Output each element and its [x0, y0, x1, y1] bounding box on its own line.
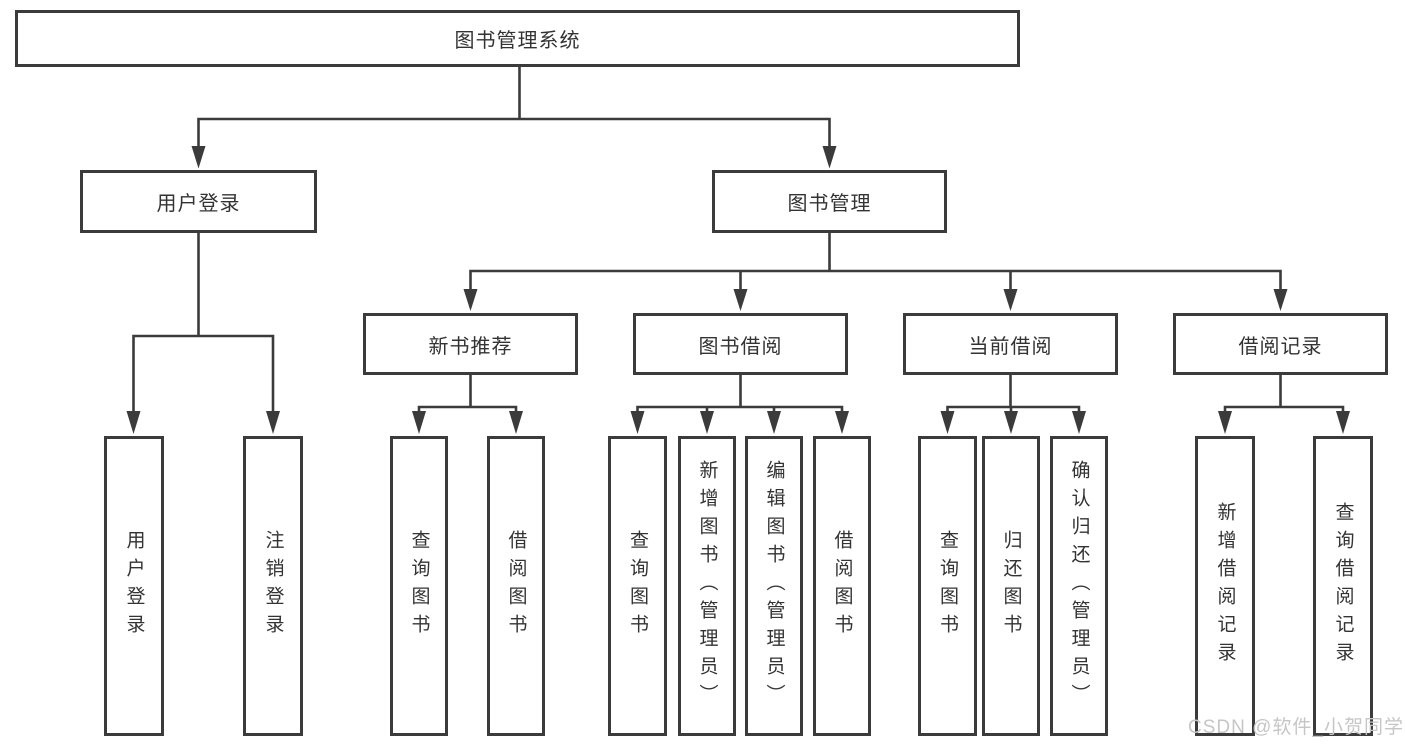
node-label: 归还图书 [1000, 530, 1022, 642]
leaf-add-borrow-record: 新增借阅记录 [1195, 436, 1255, 736]
node-borrowing-records: 借阅记录 [1173, 313, 1388, 375]
node-book-management: 图书管理 [712, 170, 947, 233]
node-label: 查询图书 [408, 530, 430, 642]
leaf-confirm-return-admin: 确认归还（管理员） [1050, 436, 1108, 736]
leaf-logout-login: 注销登录 [243, 436, 303, 736]
node-label: 新增借阅记录 [1214, 502, 1236, 670]
leaf-query-borrow-record: 查询借阅记录 [1313, 436, 1373, 736]
node-label: 查询图书 [627, 530, 648, 642]
node-label: 用户登录 [156, 193, 241, 215]
node-label: 图书借阅 [698, 335, 783, 358]
node-label: 用户登录 [123, 530, 145, 642]
node-label: 查询图书 [937, 530, 958, 642]
node-label: 确认归还（管理员） [1068, 460, 1090, 712]
node-user-login: 用户登录 [80, 170, 317, 233]
node-label: 图书管理系统 [454, 30, 581, 52]
node-label: 借阅图书 [505, 530, 527, 642]
leaf-query-books-recommend: 查询图书 [390, 436, 448, 736]
leaf-user-login: 用户登录 [104, 436, 164, 736]
node-library-management-system: 图书管理系统 [15, 10, 1020, 67]
csdn-watermark: CSDN @软件_小贺同学 [1188, 717, 1404, 738]
node-book-borrowing: 图书借阅 [633, 313, 848, 375]
node-label: 借阅图书 [831, 530, 853, 642]
leaf-return-book: 归还图书 [982, 436, 1040, 736]
leaf-query-books-borrow: 查询图书 [608, 436, 667, 736]
node-new-book-recommendation: 新书推荐 [363, 313, 578, 375]
node-label: 新书推荐 [428, 335, 513, 358]
node-current-borrowing: 当前借阅 [903, 313, 1118, 375]
node-label: 借阅记录 [1238, 335, 1323, 358]
leaf-add-book-admin: 新增图书（管理员） [678, 436, 736, 736]
node-label: 图书管理 [787, 193, 872, 215]
node-label: 查询借阅记录 [1332, 502, 1354, 670]
leaf-query-books-current: 查询图书 [918, 436, 977, 736]
node-label: 编辑图书（管理员） [763, 460, 785, 712]
leaf-edit-book-admin: 编辑图书（管理员） [745, 436, 803, 736]
node-label: 新增图书（管理员） [696, 460, 718, 712]
leaf-borrow-books: 借阅图书 [813, 436, 871, 736]
node-label: 当前借阅 [968, 335, 1053, 358]
node-label: 注销登录 [262, 530, 284, 642]
leaf-borrow-books-recommend: 借阅图书 [487, 436, 545, 736]
